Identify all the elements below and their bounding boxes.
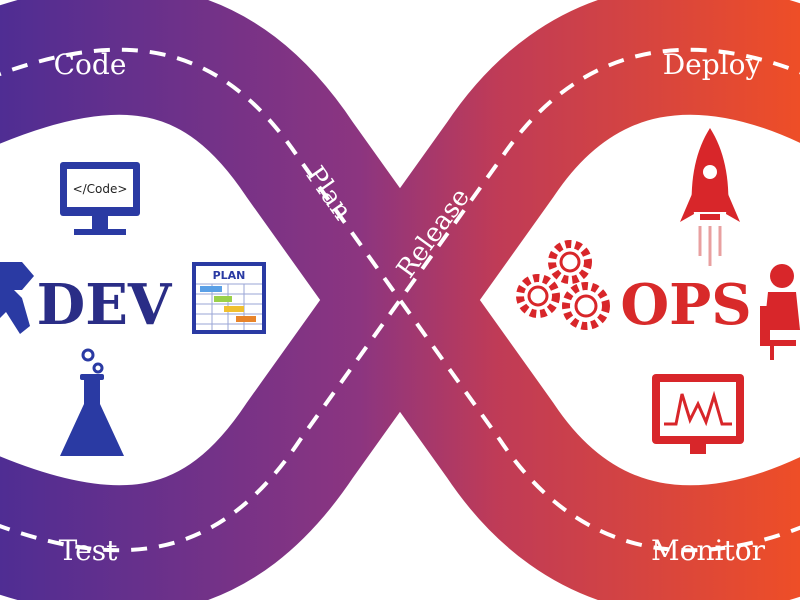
stage-label-test: Test [59, 534, 118, 567]
gears-icon [516, 240, 610, 330]
ops-title: OPS [620, 272, 751, 338]
monitor-graph-icon [652, 374, 744, 454]
dev-title: DEV [37, 272, 173, 338]
stage-label-monitor: Monitor [651, 534, 766, 567]
stage-label-code: Code [54, 48, 127, 81]
plan-board-title: PLAN [213, 269, 246, 282]
stage-label-deploy: Deploy [663, 48, 762, 81]
rocket-icon [680, 128, 740, 266]
flask-icon [60, 348, 124, 456]
computer-icon: </Code> [60, 162, 140, 235]
plan-chart-icon: PLAN [192, 262, 266, 334]
wrench-icon [0, 262, 34, 334]
code-screen-text: </Code> [73, 182, 128, 196]
dashed-centerline [0, 47, 800, 553]
worker-at-desk-icon [760, 264, 800, 360]
